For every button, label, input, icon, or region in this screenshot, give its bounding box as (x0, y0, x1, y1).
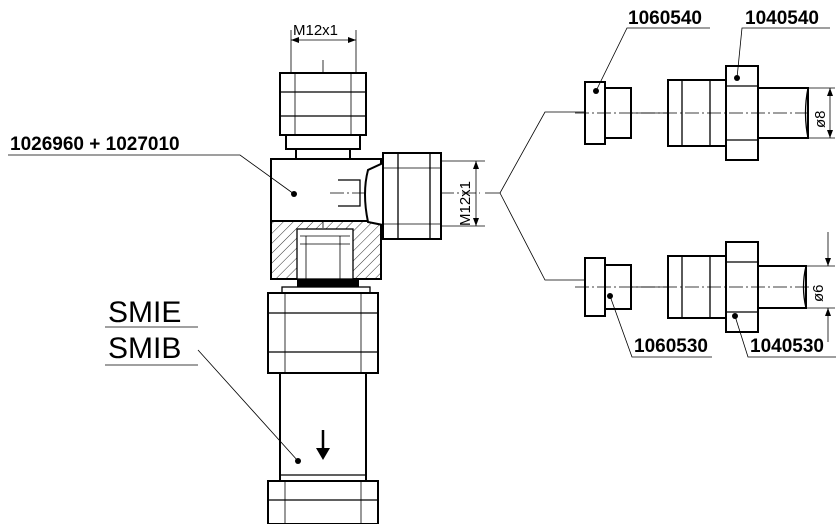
tube-6-dimension-text: ø6 (810, 284, 827, 302)
tube-8-dimension-text: ø8 (812, 110, 829, 128)
tube-8-dimension: ø8 (808, 87, 835, 139)
nut-8-label-group: 1040540 (736, 8, 830, 79)
adapter-8-label-group: 1060540 (595, 8, 710, 92)
top-thread-dimension-text: M12x1 (293, 22, 338, 39)
bottom-hex (267, 480, 379, 524)
tee-part-number: 1026960 + 1027010 (10, 134, 180, 155)
lower-branch-parts (575, 241, 810, 333)
nut-6-label-group: 1040530 (734, 315, 836, 358)
upper-branch-parts (575, 65, 810, 161)
adapter-6-label-group: 1060530 (609, 295, 712, 358)
down-arrow-icon (316, 430, 330, 460)
branch-lines (485, 111, 585, 281)
nut-6-part-number: 1040530 (750, 336, 824, 357)
tee-label-group: 1026960 + 1027010 (8, 134, 295, 195)
tube-6-dimension: ø6 (806, 232, 835, 342)
smie-label: SMIE (108, 296, 181, 329)
nut-8-part-number: 1040540 (745, 8, 819, 29)
side-thread-dimension: M12x1 (441, 160, 485, 227)
adapter-8-part-number: 1060540 (628, 8, 702, 29)
top-thread-dimension: M12x1 (290, 22, 357, 73)
side-thread-dimension-text: M12x1 (457, 181, 474, 226)
side-nut (364, 152, 442, 240)
adapter-6-part-number: 1060530 (634, 336, 708, 357)
top-hex-nut (279, 72, 367, 160)
smie-smib-label-group: SMIE SMIB (105, 296, 299, 462)
smib-label: SMIB (108, 332, 181, 365)
